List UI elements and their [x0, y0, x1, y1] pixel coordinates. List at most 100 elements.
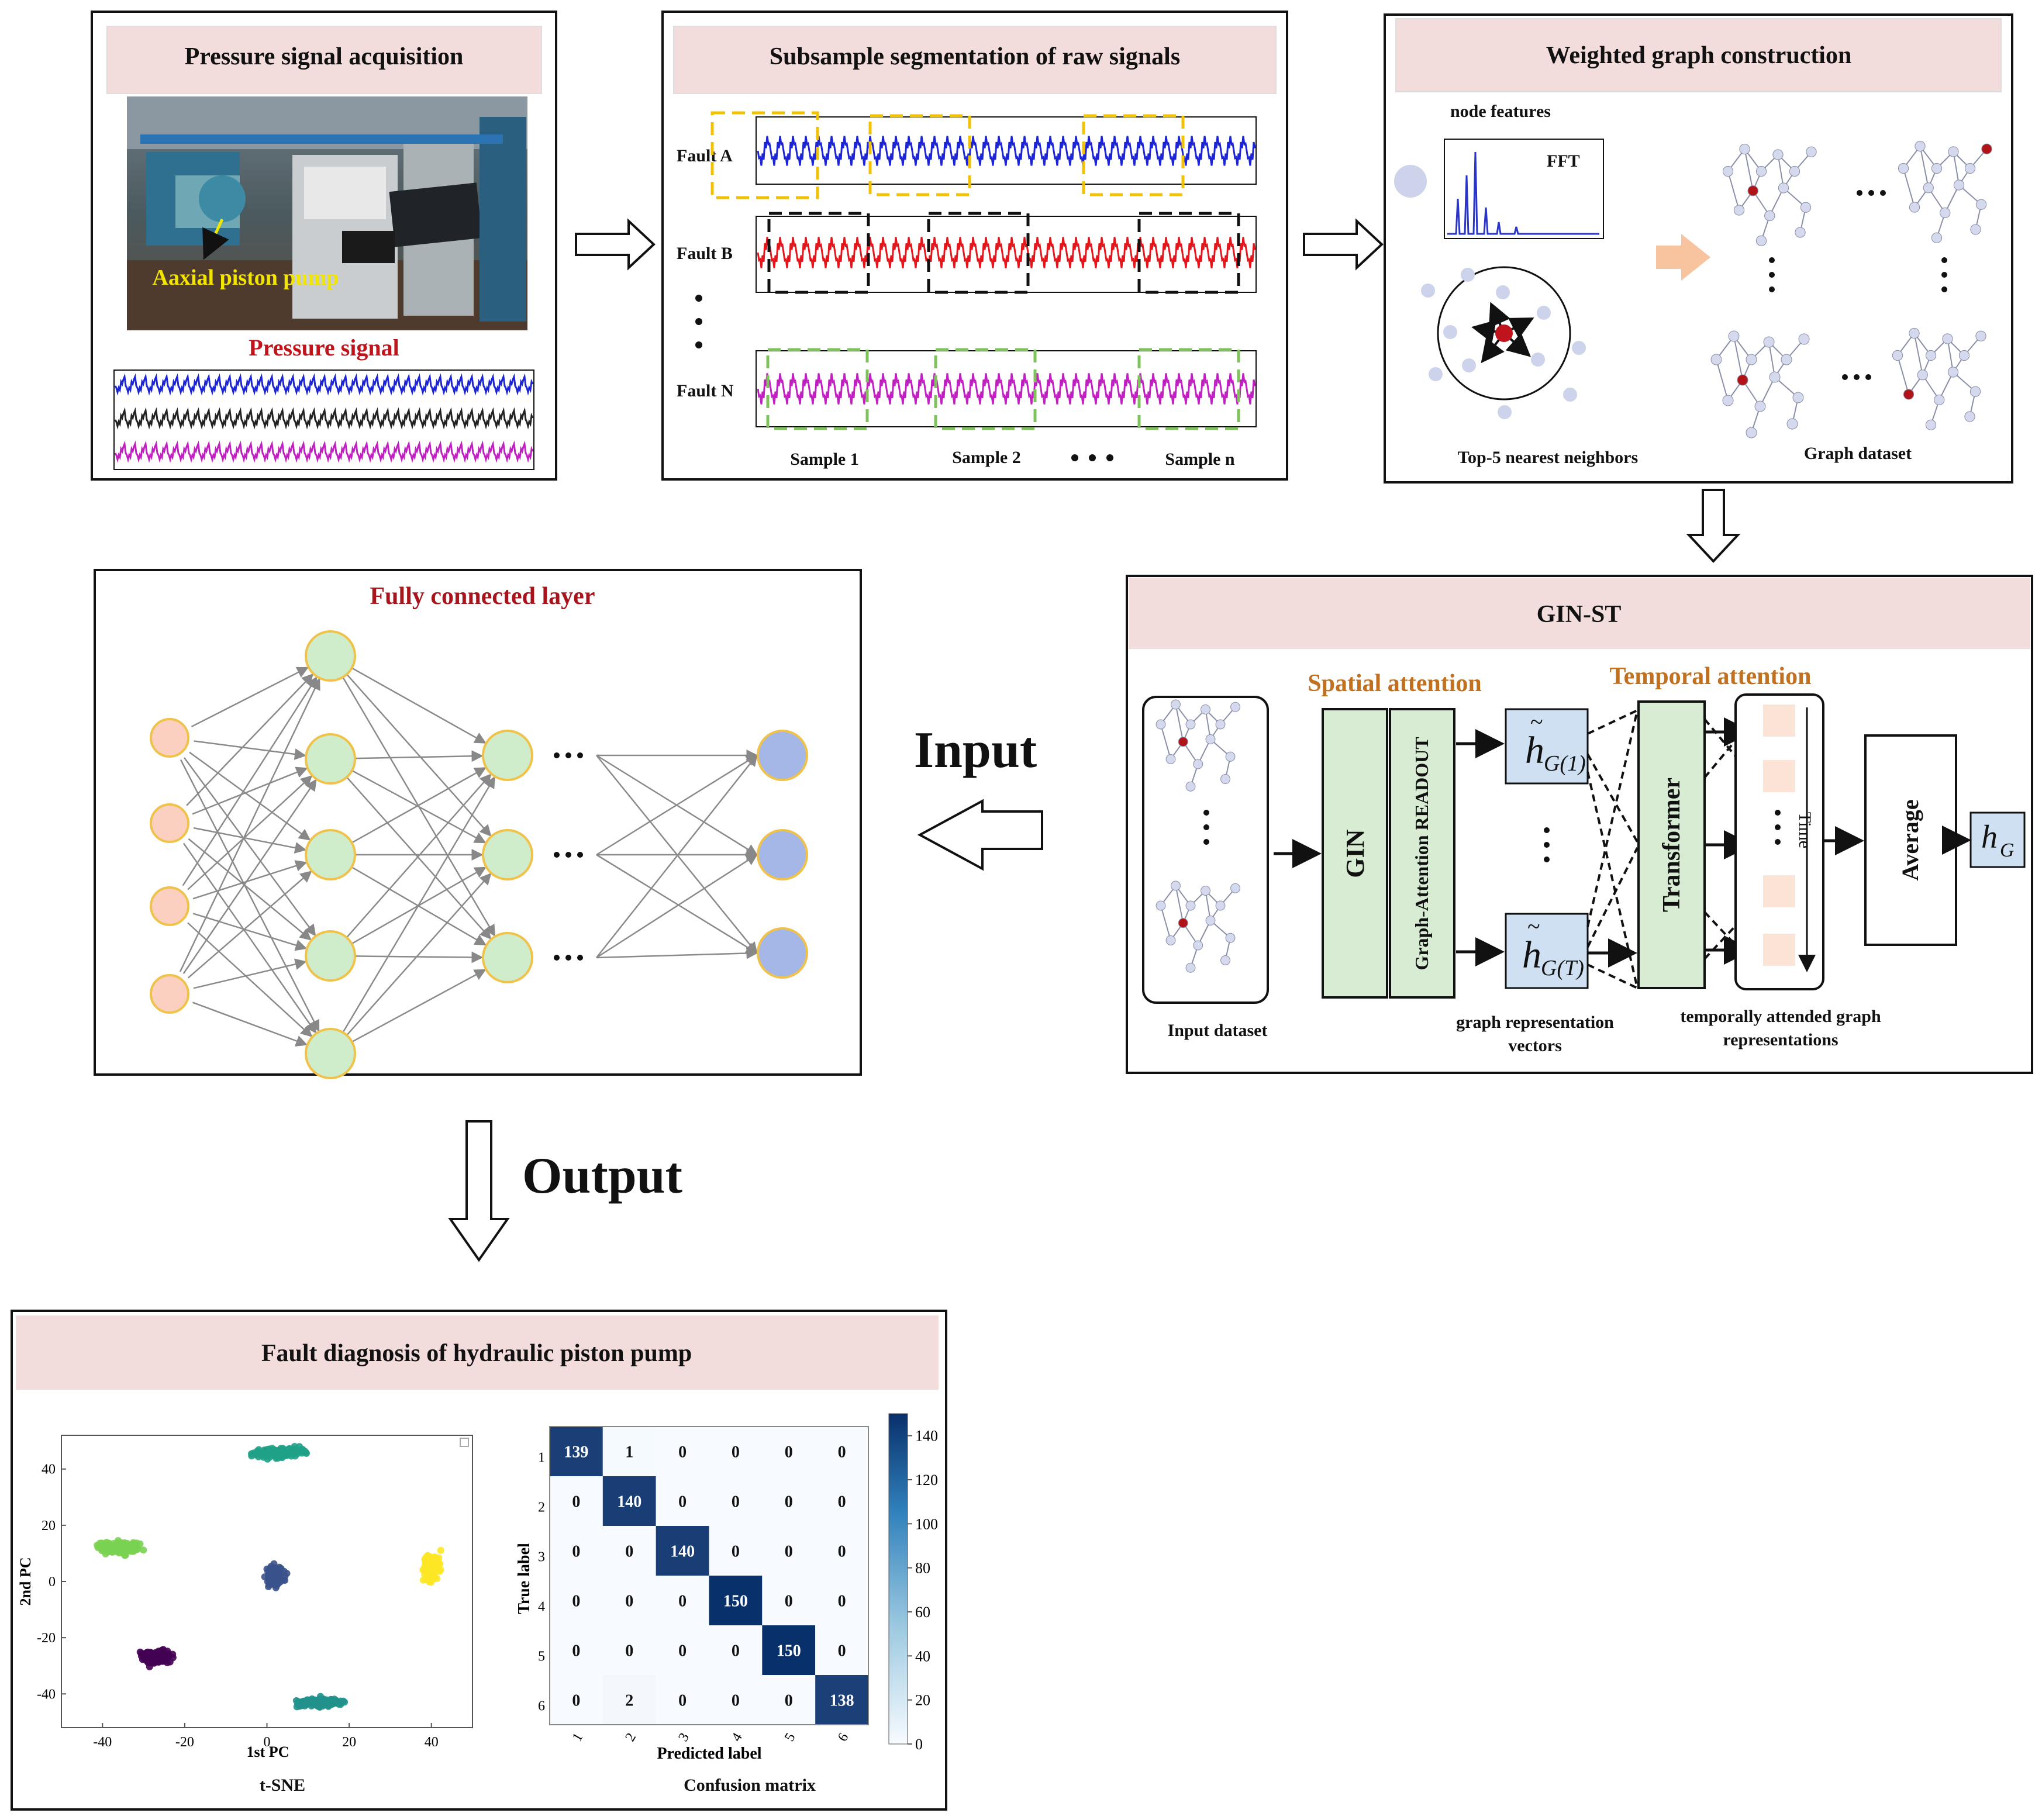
tsne-point [122, 1552, 129, 1559]
cm-cell [762, 1675, 816, 1725]
pressure-signal-label: Pressure signal [249, 334, 399, 361]
fault-n-label: Fault N [677, 381, 734, 400]
cm-value: 0 [785, 1593, 793, 1611]
fc-node-6 [305, 733, 356, 785]
cm-value: 0 [732, 1692, 740, 1710]
cm-cell [762, 1476, 816, 1526]
fc-node-2 [150, 803, 189, 843]
graph-glyph-5 [1155, 699, 1240, 792]
readout-block [1389, 708, 1455, 999]
window-n-2 [934, 348, 1037, 430]
cm-value: 139 [564, 1443, 588, 1462]
cm-value: 0 [678, 1593, 687, 1611]
cm-value: 0 [572, 1692, 580, 1710]
tsne-cluster-4 [419, 1546, 444, 1586]
readout-label: Graph-Attention READOUT [1411, 737, 1432, 970]
cm-cell [815, 1427, 868, 1476]
tsne-xtick-2: 0 [264, 1735, 271, 1750]
fft-label: FFT [1547, 151, 1580, 171]
gin-block [1322, 708, 1388, 999]
transformer-label: Transformer [1658, 778, 1685, 912]
spatial-attention-label: Spatial attention [1308, 670, 1482, 697]
panel-fully-connected: Fully connected layer [94, 569, 862, 1079]
tsne-ylabel: 2nd PC [17, 1557, 34, 1605]
tsne-point [434, 1562, 441, 1569]
tsne-point [111, 1541, 119, 1549]
cm-value: 0 [572, 1543, 580, 1561]
tsne-point [140, 1650, 148, 1657]
fc-node-4 [150, 974, 189, 1014]
panel-gin-st: GIN-ST Spatial attention Temporal attent… [1126, 575, 2033, 1074]
fault-a-signal [757, 136, 1256, 166]
h-g1-sub: G(1) [1544, 751, 1586, 776]
flow-arrow-down-2 [448, 1120, 510, 1262]
h-gt-box [1505, 913, 1589, 989]
cm-cell [602, 1675, 656, 1725]
fc-node-3 [150, 886, 189, 926]
cm-cell [550, 1625, 603, 1675]
graph-glyph-1 [1722, 143, 1817, 246]
fault-b-label: Fault B [677, 244, 733, 263]
tsne-point [292, 1697, 300, 1704]
knn-diagram [1421, 266, 1586, 419]
pressure-signal-strips [113, 369, 534, 470]
tsne-point [276, 1451, 284, 1458]
window-a-1 [710, 111, 819, 199]
cm-value: 0 [785, 1692, 793, 1710]
gin-label: GIN [1341, 829, 1370, 878]
cm-cell [762, 1576, 816, 1625]
tsne-point [154, 1653, 162, 1660]
cm-cell [656, 1526, 709, 1576]
output-label: Output [522, 1148, 682, 1204]
fc-node-12 [482, 932, 533, 983]
lab-photo [127, 96, 527, 330]
cm-value: 0 [838, 1493, 846, 1511]
input-label: Input [914, 722, 1037, 779]
cm-cell [602, 1625, 656, 1675]
cm-value: 0 [732, 1493, 740, 1511]
tsne-point [270, 1580, 277, 1587]
cm-colorbar-tick-7: 140 [915, 1428, 938, 1445]
average-label: Average [1897, 799, 1923, 880]
cm-colorbar [888, 1413, 908, 1745]
tsne-cluster-2 [94, 1537, 147, 1559]
fc-edges [179, 666, 758, 1047]
cm-value: 140 [670, 1543, 695, 1561]
cm-value: 140 [617, 1493, 641, 1511]
h-gt-base: h [1522, 934, 1541, 976]
tsne-ytick-3: 20 [42, 1518, 56, 1534]
cm-cell [550, 1526, 603, 1576]
tsne-ytick-4: 40 [42, 1462, 56, 1477]
tsne-point [422, 1554, 430, 1562]
fc-node-7 [305, 829, 356, 880]
h-g-box [1969, 811, 2026, 868]
graph-title: Weighted graph construction [1546, 42, 1852, 69]
cm-cell [550, 1476, 603, 1526]
fc-node-8 [305, 930, 356, 982]
cm-colorbar-tick-4: 80 [915, 1560, 930, 1577]
temporal-reps-label-2: representations [1723, 1030, 1838, 1049]
input-dataset-graphs [1155, 699, 1240, 973]
cm-cell [709, 1526, 763, 1576]
cm-cell [656, 1427, 709, 1476]
tsne-ytick-0: -40 [37, 1687, 56, 1702]
flow-arrow-down-1 [1686, 489, 1741, 563]
window-n-1 [766, 348, 869, 430]
temporal-token-2 [1763, 760, 1795, 792]
tsne-cluster-5 [136, 1646, 177, 1670]
graph-glyph-4 [1892, 327, 1986, 430]
input-dataset-label: Input dataset [1168, 1021, 1268, 1040]
window-n-3 [1137, 348, 1240, 430]
tsne-point [130, 1540, 137, 1548]
cm-ytick-5: 6 [538, 1699, 545, 1714]
fc-title: Fully connected layer [370, 583, 595, 610]
window-a-2 [868, 114, 971, 196]
tsne-cluster-6 [292, 1693, 349, 1711]
fault-b-signal [757, 237, 1256, 268]
node-circle [1394, 165, 1427, 198]
fc-node-1 [150, 718, 189, 758]
graph-glyph-2 [1898, 140, 1992, 243]
cm-ytick-2: 3 [538, 1550, 545, 1565]
